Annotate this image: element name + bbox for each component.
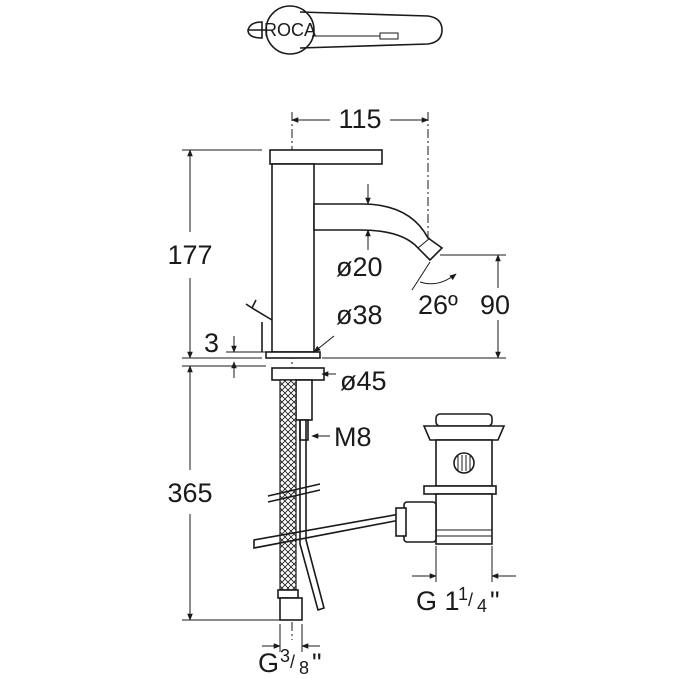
- faucet-base: [265, 351, 321, 359]
- faucet-spout: [313, 203, 444, 262]
- waste-plug-cap: [435, 413, 493, 427]
- lever-handle: [269, 149, 383, 165]
- dim-base-diameter: ø45: [340, 366, 387, 396]
- pull-rod: [253, 513, 401, 549]
- waste-side-nut: [395, 507, 407, 537]
- hose-thread-suffix: ": [312, 648, 322, 678]
- hose-ferrule: [277, 589, 299, 599]
- pop-up-rod-lower: [299, 420, 325, 612]
- hose-nut: [279, 597, 303, 621]
- dim-hose-length: 365: [167, 478, 212, 508]
- top-view-spout: [299, 11, 443, 49]
- waste-thread-suffix: ": [490, 586, 500, 616]
- faucet-side-view: [245, 112, 444, 640]
- waste-slot-lines: [457, 455, 471, 471]
- top-view-aerator: [379, 32, 399, 40]
- waste-nut: [423, 485, 497, 495]
- braided-hose: [279, 379, 297, 591]
- waste-side-connector: [403, 501, 437, 543]
- waste-thread-num: 1: [458, 584, 468, 604]
- svg-text:/: /: [468, 590, 473, 610]
- dim-waste-thread: G 1 1 / 4 ": [416, 584, 500, 616]
- top-view-body: [265, 5, 315, 55]
- svg-text:/: /: [290, 652, 295, 672]
- dim-spout-diameter: ø20: [336, 252, 383, 282]
- dim-spout-reach: 115: [338, 104, 381, 134]
- mounting-stud-nut: [295, 379, 313, 421]
- mounting-washer: [271, 367, 325, 381]
- logo-text: ROCA: [264, 20, 316, 40]
- pop-up-lever: [245, 299, 273, 321]
- dim-spout-angle: 26º: [418, 290, 458, 320]
- waste-valve: [395, 413, 506, 545]
- waste-thread-den: 4: [477, 596, 487, 616]
- hose-thread-den: 8: [299, 658, 309, 678]
- aerator-line: [417, 237, 431, 249]
- hose-thread-num: 3: [280, 646, 290, 666]
- waste-slot-circle: [453, 452, 475, 474]
- dim-total-height: 177: [167, 240, 212, 270]
- faucet-body: [271, 163, 315, 353]
- top-view: ROCA: [247, 5, 443, 55]
- dim-body-diameter: ø38: [336, 300, 383, 330]
- waste-thread-main: G 1: [416, 586, 460, 616]
- dim-stud-thread: M8: [334, 422, 372, 452]
- dim-hose-thread: G 3 / 8 ": [258, 646, 322, 678]
- break-mark: [267, 483, 321, 503]
- waste-flange: [422, 425, 506, 441]
- hose-thread-main: G: [258, 648, 279, 678]
- dimension-lines: [182, 117, 516, 652]
- waste-thread-lines: [436, 529, 492, 537]
- mounting-assembly: [253, 367, 401, 621]
- dim-spout-height: 90: [480, 290, 510, 320]
- dim-base-gap: 3: [204, 328, 219, 358]
